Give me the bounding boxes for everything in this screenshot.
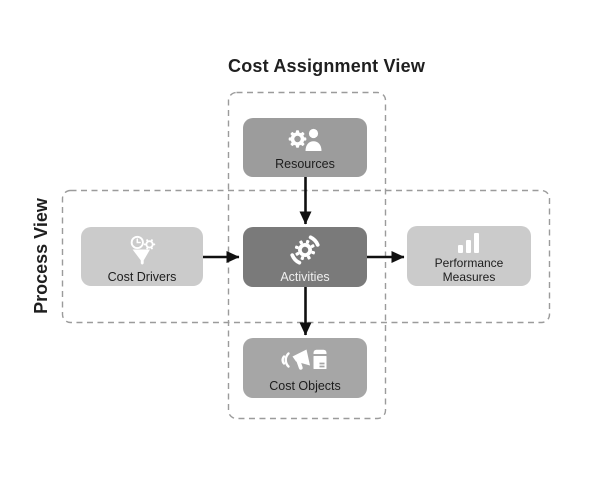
cost-drivers-label: Cost Drivers (107, 270, 177, 284)
cost-assignment-view-title: Cost Assignment View (228, 56, 426, 76)
cost-drivers-node: Cost Drivers (81, 227, 203, 286)
funnel-gears-icon (130, 235, 156, 265)
process-view-label: Process View (31, 198, 51, 314)
resources-label: Resources (275, 157, 335, 171)
activities-label: Activities (280, 270, 330, 284)
rotating-gear-icon (290, 235, 320, 265)
cost-objects-node: Cost Objects (243, 338, 367, 398)
megaphone-box-icon (281, 349, 327, 370)
cost-objects-label: Cost Objects (269, 379, 341, 393)
activities-node: Activities (243, 227, 367, 287)
performance-measures-label: Performance Measures (434, 256, 504, 284)
bar-chart-icon (458, 233, 479, 253)
gear-user-icon (288, 128, 322, 151)
performance-measures-node: Performance Measures (407, 226, 531, 286)
resources-node: Resources (243, 118, 367, 177)
